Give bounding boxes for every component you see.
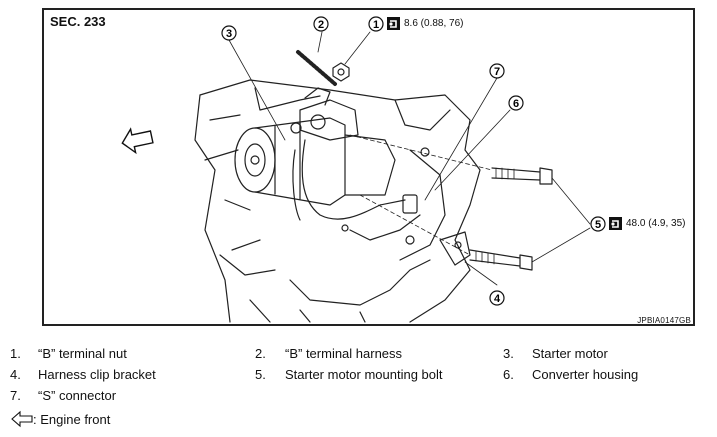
legend-text: “B” terminal harness [285,346,403,361]
svg-text:4: 4 [494,293,501,305]
legend-text: “S” connector [38,388,117,403]
section-label: SEC. 233 [50,14,106,29]
callout-7: 7 [489,63,505,79]
callout-2: 2 [313,16,329,32]
callout-4: 4 [489,290,505,306]
legend-text: Starter motor [532,346,608,361]
legend-number: 5. [255,367,266,382]
callout-6: 6 [508,95,524,111]
legend-number: 6. [503,367,514,382]
legend-number: 2. [255,346,266,361]
figure-code: JPBIA0147GB [637,316,691,325]
legend-number: 7. [10,388,21,403]
legend-number: 3. [503,346,514,361]
callout-3: 3 [221,25,237,41]
legend-number: 4. [10,367,21,382]
legend-text: Harness clip bracket [38,367,156,382]
legend-text: Converter housing [532,367,639,382]
svg-text:7: 7 [494,66,500,78]
callout-1: 1 [368,16,384,32]
legend-number: 1. [10,346,21,361]
torque-spec-nut: 8.6 (0.88, 76) [404,18,464,29]
torque-wrench-icon [609,217,622,230]
svg-text:6: 6 [513,98,519,110]
svg-text:3: 3 [226,28,232,40]
legend-text: “B” terminal nut [38,346,127,361]
torque-spec-bolt: 48.0 (4.9, 35) [626,218,686,229]
callout-5: 5 [590,216,606,232]
svg-text:1: 1 [373,19,379,31]
svg-text:5: 5 [595,219,601,231]
front-arrow-icon [121,127,154,155]
svg-text:2: 2 [318,19,324,31]
torque-wrench-icon [387,17,400,30]
legend-text: Starter motor mounting bolt [285,367,443,382]
engine-front-label: : Engine front [33,412,111,427]
diagram-frame [42,8,695,326]
front-arrow-icon [11,410,33,428]
